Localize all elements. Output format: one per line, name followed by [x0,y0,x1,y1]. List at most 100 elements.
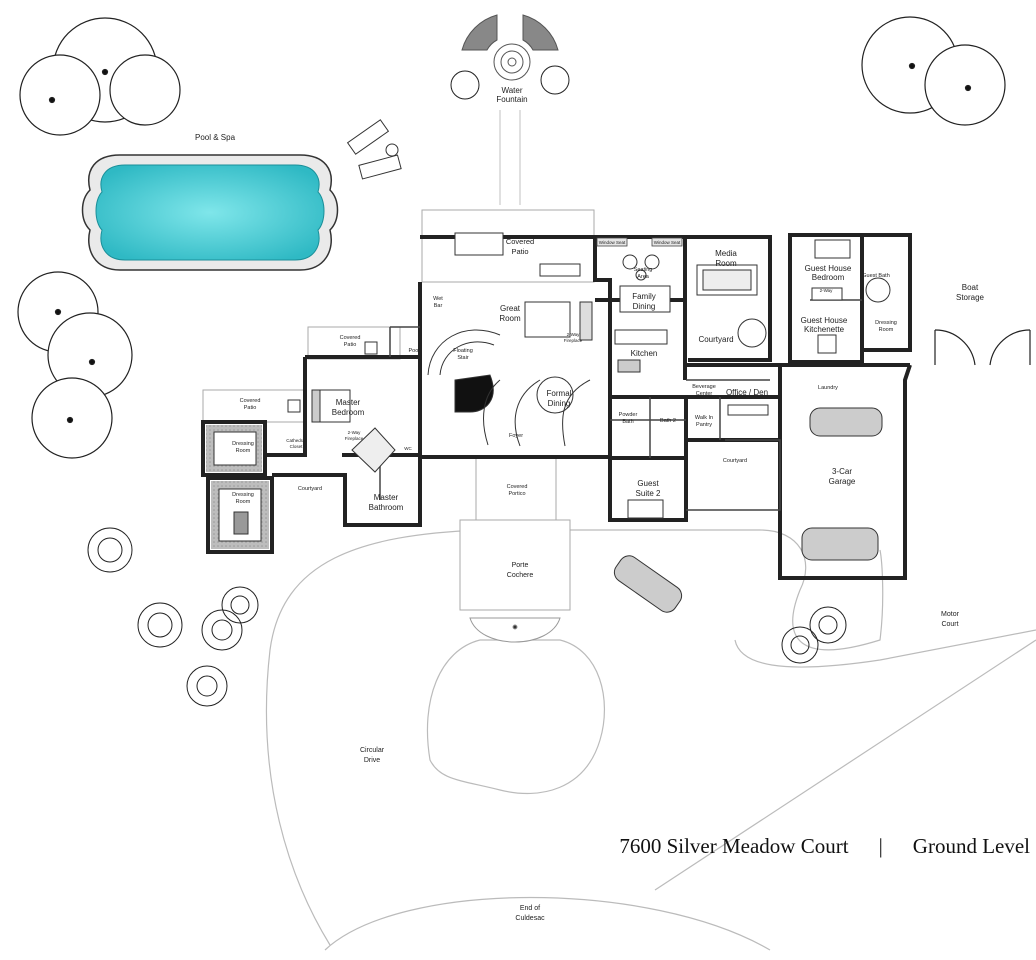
tree-icon [19,17,181,136]
label-dressing-room-b-1: Dressing [232,492,254,498]
label-media-room-2: Room [715,259,737,268]
porte-cochere-fountain [469,617,561,643]
label-water-fountain-2: Fountain [496,95,527,104]
label-master-bedroom-2: Bedroom [332,408,365,417]
label-cathedral-closet-2: Closet [290,444,304,449]
footer-separator: | [878,833,883,858]
label-courtyard-left: Courtyard [298,486,322,492]
label-covered-patio-top-1: Covered [506,237,534,246]
label-three-car-garage-1: 3-Car [832,467,852,476]
label-boat-storage-1: Boat [962,283,979,292]
label-kitchen: Kitchen [631,349,658,358]
label-office-den: Office / Den [726,388,768,397]
label-porte-cochere-2: Cochere [507,572,534,579]
label-pool-bath-1: Pool [408,348,419,354]
water-fountain [461,14,559,81]
label-covered-patio-top-2: Patio [511,247,528,256]
label-motor-court-2: Court [941,621,958,628]
label-covered-portico-1: Covered [507,484,528,490]
label-circular-drive-1: Circular [360,747,385,754]
label-seating-area-2: Area [637,274,650,280]
plan-footer: 7600 Silver Meadow Court | Ground Level [560,828,1030,864]
tree-icon [17,271,133,459]
label-seating-area-1: Seating [634,267,653,273]
label-circular-drive-2: Drive [364,757,380,764]
label-guest-house-kitchenette-2: Kitchenette [804,325,845,334]
label-pool-bath-2: Bath [408,355,419,361]
car-icon [613,407,883,613]
label-two-way-fireplace-a-2: Fireplace [564,338,583,343]
label-formal-dining-1: Formal [547,389,572,398]
label-porte-cochere-1: Porte [512,562,529,569]
label-two-way-small: 2-Way [820,288,834,293]
label-great-room-1: Great [500,304,521,313]
label-window-seat-2: Window Seat [654,240,681,245]
label-end-culdesac-1: End of [520,905,540,912]
dressing-room-fill [206,425,269,549]
driveway [265,110,1036,951]
label-master-bedroom-1: Master [336,398,361,407]
label-guest-house-bedroom-1: Guest House [805,264,852,273]
label-dressing-room-gh-1: Dressing [875,320,897,326]
label-two-way-fireplace-b-1: 2-Way [348,430,362,435]
lounge-chair-icon [346,119,402,180]
label-wet-bar-2: Bar [434,303,443,309]
boat-storage-doors [934,329,1031,366]
label-covered-patio-mid-1: Covered [340,335,361,341]
label-courtyard-right: Courtyard [723,458,747,464]
label-guest-suite-2-2: Suite 2 [636,489,661,498]
label-beverage-center-1: Beverage [692,384,716,390]
label-guest-suite-2-1: Guest [637,479,659,488]
label-bath-2: Bath 2 [660,418,676,424]
shrub-icon [87,65,847,707]
label-wet-bar-1: Wet [433,296,443,302]
label-foyer: Foyer [509,433,523,439]
label-three-car-garage-2: Garage [829,477,856,486]
interior-walls [379,299,862,511]
label-guest-house-bedroom-2: Bedroom [812,273,845,282]
label-master-bathroom-2: Bathroom [369,503,404,512]
label-window-seat-1: Window Seat [599,240,626,245]
floating-stair [427,329,591,447]
address-text: 7600 Silver Meadow Court [619,833,849,858]
label-walk-in-pantry-1: Walk In [695,415,713,421]
furniture [287,232,891,519]
label-floating-stair-2: Stair [457,355,468,361]
label-walk-in-pantry-2: Pantry [696,422,712,428]
label-guest-bath: Guest Bath [862,273,890,279]
label-covered-patio-left-1: Covered [240,398,261,404]
label-great-room-2: Room [499,314,521,323]
label-water-fountain-1: Water [501,86,522,95]
pool [81,154,339,271]
label-covered-portico-2: Portico [508,491,525,497]
label-powder-bath-1: Powder [619,412,638,418]
label-beverage-center-2: Center [696,391,713,397]
label-family-dining-1: Family [632,292,656,301]
label-floating-stair-1: Floating [453,348,473,354]
label-dressing-room-a-1: Dressing [232,441,254,447]
tree-icon [861,16,1006,126]
label-courtyard-center: Courtyard [698,335,733,344]
label-guest-house-kitchenette-1: Guest House [801,316,848,325]
label-boat-storage-2: Storage [956,293,985,302]
level-text: Ground Level [912,833,1030,858]
label-covered-patio-mid-2: Patio [344,342,357,348]
label-master-bathroom-1: Master [374,493,399,502]
label-cathedral-closet-1: Cathedral [286,438,306,443]
label-laundry: Laundry [818,385,838,391]
label-end-culdesac-2: Culdesac [515,915,545,922]
window-seat [596,237,683,247]
label-media-room-1: Media [715,249,737,258]
label-formal-dining-2: Dining [548,399,571,408]
label-two-way-fireplace-a-1: 2-Way [567,332,581,337]
label-powder-bath-2: Bath [622,419,633,425]
label-two-way-fireplace-b-2: Fireplace [345,436,364,441]
label-family-dining-2: Dining [633,302,656,311]
room-labels: Covered Patio Seating Area Media Room Gu… [232,237,959,922]
label-dressing-room-a-2: Room [236,448,251,454]
label-dressing-room-gh-2: Room [879,327,894,333]
label-pool-spa: Pool & Spa [195,133,236,142]
label-wc: WC [404,446,412,451]
label-covered-patio-left-2: Patio [244,405,257,411]
